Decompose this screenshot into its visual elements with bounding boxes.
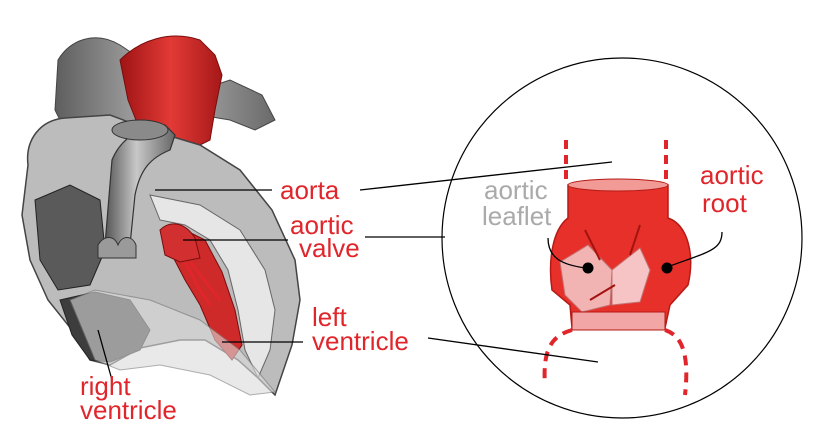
- root-marker-dot: [662, 263, 673, 274]
- label-aortic-leaflet-line2: leaflet: [482, 201, 552, 231]
- label-right-ventricle-line2: ventricle: [80, 395, 177, 425]
- root-bottom-ring: [572, 312, 665, 330]
- left-ventricle-zoom-leader: [428, 338, 598, 362]
- heart-illustration: [22, 36, 300, 395]
- label-aorta: aorta: [280, 175, 340, 205]
- dash-bottom-right: [665, 330, 686, 395]
- label-left-ventricle-line2: ventricle: [312, 326, 409, 356]
- root-top-rim: [568, 179, 668, 191]
- label-aortic-root-line2: root: [702, 188, 748, 218]
- aorta-opening: [112, 120, 168, 140]
- aortic-root-model: [545, 140, 691, 395]
- label-aortic-root-line1: aortic: [700, 160, 764, 190]
- label-aortic-valve-line2: valve: [299, 233, 360, 263]
